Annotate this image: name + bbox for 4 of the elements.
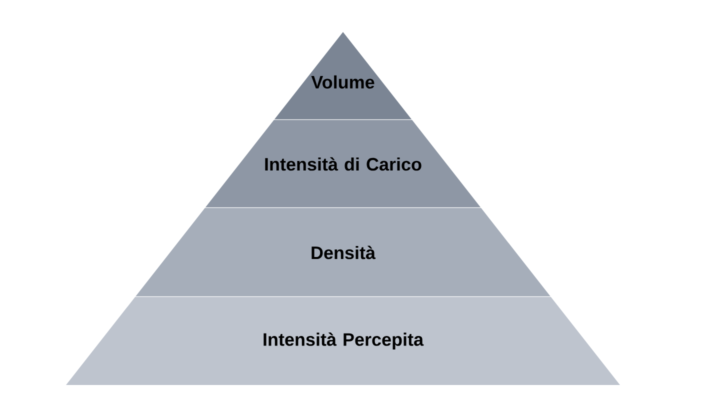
pyramid-layer: Densità: [135, 208, 551, 298]
pyramid-layer: Volume: [274, 32, 412, 121]
pyramid-layer: Intensità di Carico: [204, 120, 482, 209]
pyramid-layer: Intensità Percepita: [66, 297, 620, 385]
